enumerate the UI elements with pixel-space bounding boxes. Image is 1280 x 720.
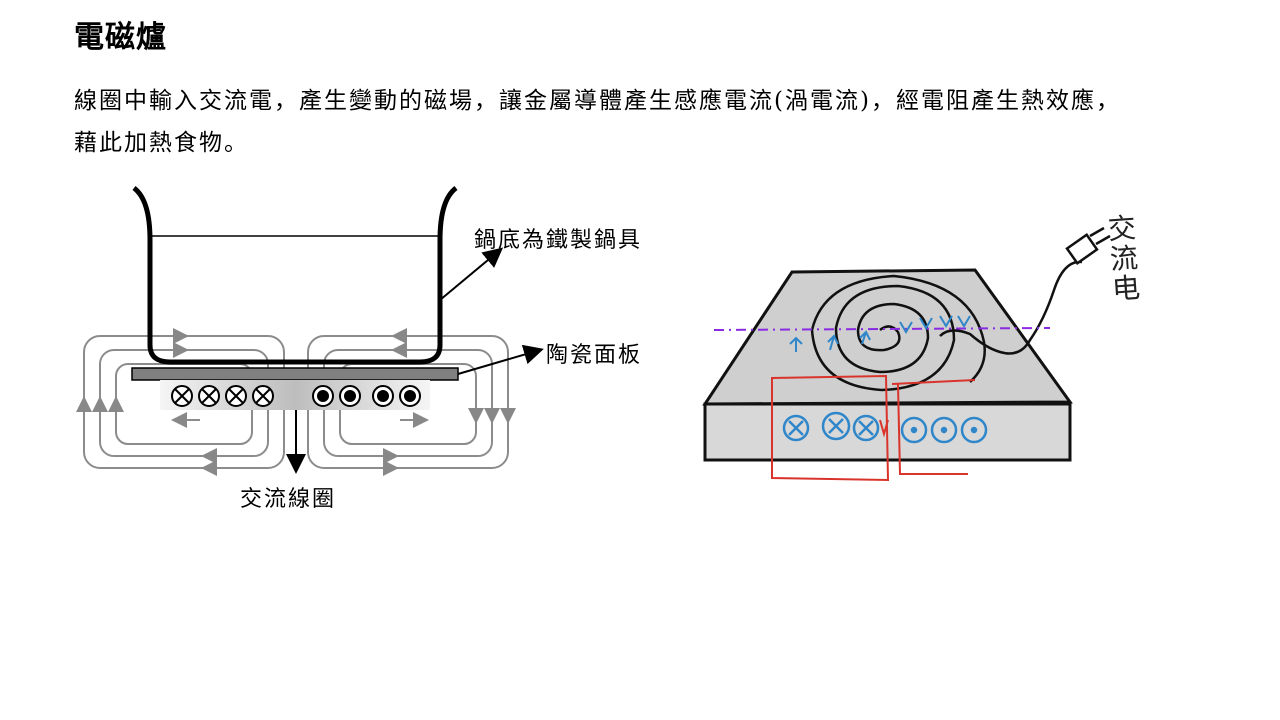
plug-icon <box>1065 226 1111 265</box>
description-paragraph: 線圈中輸入交流電，產生變動的磁場，讓金屬導體產生感應電流(渦電流)，經電阻產生熱… <box>74 80 1264 164</box>
paragraph-line-1: 線圈中輸入交流電，產生變動的磁場，讓金屬導體產生感應電流(渦電流)，經電阻產生熱… <box>74 88 1121 114</box>
page-title: 電磁爐 <box>74 20 167 55</box>
eddy-current-arrows <box>789 315 971 352</box>
induced-current-loops <box>771 374 976 482</box>
coil-current-into-page <box>171 385 274 407</box>
ac-coil-label: 交流線圈 <box>240 487 337 512</box>
pot-label-arrow <box>439 247 504 301</box>
field-arrows <box>76 328 516 476</box>
pot-label: 鍋底為鐵製鍋具 <box>474 228 643 253</box>
panel-label-arrow <box>457 344 544 375</box>
induction-cooker-cross-section <box>76 186 544 476</box>
ceramic-panel-label: 陶瓷面板 <box>546 343 643 368</box>
coil-current-out-of-page <box>312 385 421 407</box>
pot-outline <box>132 186 458 365</box>
stovetop-top-face <box>702 268 1073 406</box>
spiral-coil <box>810 260 1083 392</box>
cross-section-line <box>713 327 1051 331</box>
paragraph-line-2: 藉此加熱食物。 <box>74 130 249 156</box>
ac-power-handwritten-label: 交流电 <box>1106 211 1142 307</box>
front-coil-symbols <box>782 411 988 444</box>
